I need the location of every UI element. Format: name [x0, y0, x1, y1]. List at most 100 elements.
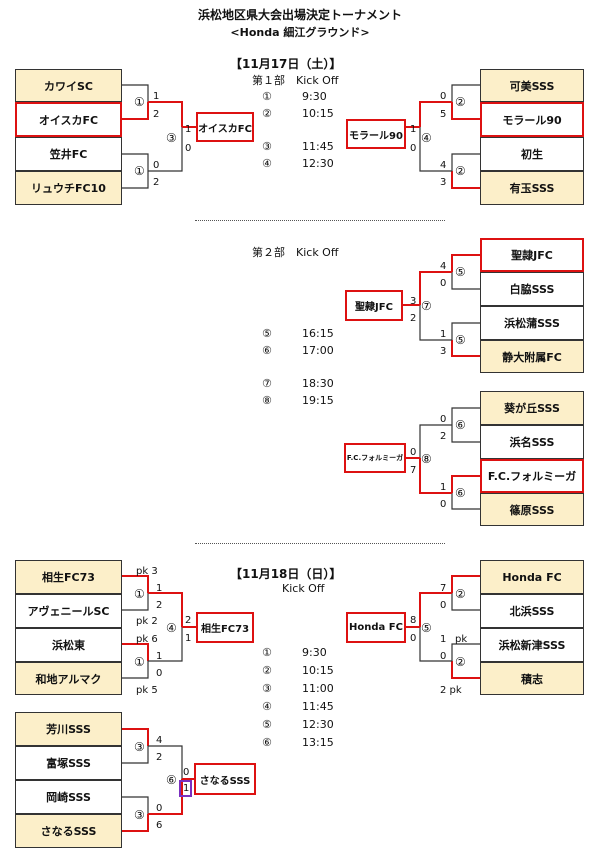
schedule-no: ③ — [262, 140, 272, 153]
team-g3-4: 篠原SSS — [480, 493, 584, 526]
schedule-no: ⑦ — [262, 377, 272, 390]
team-d2-bottom-1: 芳川SSS — [15, 712, 122, 746]
d2-left-winner: 相生FC73 — [196, 612, 254, 643]
score: 8 — [410, 615, 417, 626]
team-d2-bottom-4: さなるSSS — [15, 814, 122, 848]
schedule-no: ① — [262, 90, 272, 103]
team-d2-right-1: Honda FC — [480, 560, 584, 594]
team-left-1: カワイSC — [15, 69, 122, 102]
score: 1 — [410, 124, 417, 135]
schedule-time: 12:30 — [302, 718, 334, 731]
match-number: ⑥ — [166, 773, 177, 787]
d2-bottom-winner: さなるSSS — [194, 763, 256, 795]
schedule-time: 13:15 — [302, 736, 334, 749]
team-right-4: 有玉SSS — [480, 171, 584, 205]
team-d2-right-4: 積志 — [480, 662, 584, 695]
score: 0 — [440, 600, 447, 611]
score: 1 — [153, 91, 160, 102]
score: 1 — [440, 329, 447, 340]
score: 1 — [440, 482, 447, 493]
schedule-time: 11:45 — [302, 700, 334, 713]
score: 5 — [440, 109, 447, 120]
team-left-2: オイスカFC — [15, 102, 122, 137]
team-g2-3: 浜松蒲SSS — [480, 306, 584, 340]
score: 2 — [156, 600, 163, 611]
score: 2 — [153, 109, 160, 120]
team-left-4: リュウチFC10 — [15, 171, 122, 205]
schedule-time: 17:00 — [302, 344, 334, 357]
match-number: ⑥ — [455, 486, 466, 500]
schedule-no: ② — [262, 664, 272, 677]
score: 0 — [153, 160, 160, 171]
score: 0 — [410, 143, 417, 154]
pk-score: pk — [455, 634, 468, 645]
score: 0 — [440, 278, 447, 289]
match-number: ③ — [166, 131, 177, 145]
score: 1 — [185, 124, 192, 135]
score: 0 — [156, 803, 163, 814]
team-d2-bottom-3: 岡崎SSS — [15, 780, 122, 814]
score: 0 — [185, 143, 192, 154]
schedule-no: ⑥ — [262, 736, 272, 749]
schedule-time: 16:15 — [302, 327, 334, 340]
day2-kickoff: Kick Off — [282, 582, 325, 595]
match-number: ② — [455, 95, 466, 109]
score: 7 — [410, 465, 417, 476]
team-d2-right-2: 北浜SSS — [480, 594, 584, 628]
match-number: ④ — [421, 131, 432, 145]
match-number: ③ — [134, 808, 145, 822]
team-left-3: 笠井FC — [15, 137, 122, 171]
team-d2-left-3: 浜松東 — [15, 628, 122, 662]
pk-score: pk 5 — [136, 685, 158, 696]
schedule-no: ⑤ — [262, 327, 272, 340]
match-number: ③ — [134, 740, 145, 754]
pk-score: pk 3 — [136, 566, 158, 577]
schedule-no: ⑥ — [262, 344, 272, 357]
score: 2 — [153, 177, 160, 188]
match-number: ⑤ — [455, 265, 466, 279]
score: 0 — [440, 414, 447, 425]
match-number: ⑤ — [421, 621, 432, 635]
schedule-no: ④ — [262, 157, 272, 170]
schedule-time: 10:15 — [302, 664, 334, 677]
score: 3 — [410, 296, 417, 307]
match-number: ① — [134, 655, 145, 669]
score: 0 — [440, 91, 447, 102]
schedule-no: ④ — [262, 700, 272, 713]
score: 1 — [440, 634, 447, 645]
team-g2-4: 静大附属FC — [480, 340, 584, 373]
schedule-time: 10:15 — [302, 107, 334, 120]
team-g3-3: F.C.フォルミーガ — [480, 459, 584, 493]
schedule-no: ① — [262, 646, 272, 659]
team-d2-right-3: 浜松新津SSS — [480, 628, 584, 662]
score: 3 — [440, 346, 447, 357]
page-title: 浜松地区県大会出場決定トーナメント — [197, 8, 402, 22]
day2-date: 【11月18日（日）】 — [230, 567, 342, 581]
team-right-1: 可美SSS — [480, 69, 584, 102]
match-number: ① — [134, 587, 145, 601]
score: 1 — [156, 583, 163, 594]
schedule-no: ③ — [262, 682, 272, 695]
match-number: ② — [455, 164, 466, 178]
separator — [195, 543, 445, 544]
schedule-time: 18:30 — [302, 377, 334, 390]
match-number: ⑤ — [455, 333, 466, 347]
score: 0 — [156, 668, 163, 679]
day1-part1-label: 第１部 Kick Off — [252, 74, 339, 87]
team-right-3: 初生 — [480, 137, 584, 171]
match-number: ② — [455, 587, 466, 601]
schedule-no: ② — [262, 107, 272, 120]
schedule-time: 11:45 — [302, 140, 334, 153]
score: 4 — [440, 160, 447, 171]
schedule-time: 19:15 — [302, 394, 334, 407]
schedule-time: 9:30 — [302, 646, 327, 659]
team-d2-left-2: アヴェニールSC — [15, 594, 122, 628]
score: 7 — [440, 583, 447, 594]
score: 3 — [440, 177, 447, 188]
schedule-time: 9:30 — [302, 90, 327, 103]
score: 2 — [440, 431, 447, 442]
g2-winner: 聖隷JFC — [345, 290, 403, 321]
match-number: ① — [134, 164, 145, 178]
schedule-no: ⑤ — [262, 718, 272, 731]
